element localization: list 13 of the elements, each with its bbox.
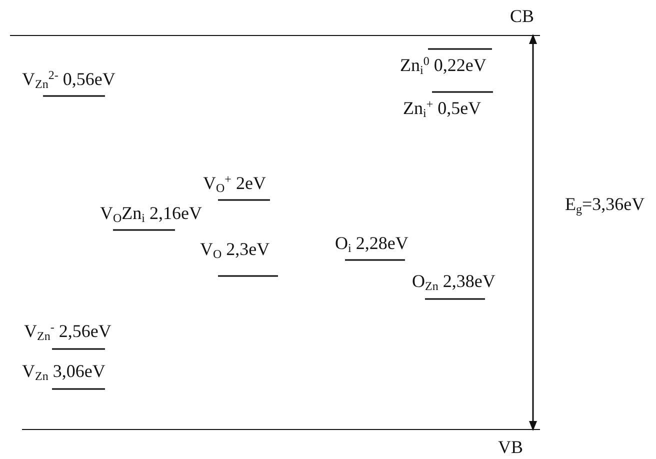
defect-level-label: V$_{O}$ 2,3eV xyxy=(200,238,270,260)
defect-level-label: V$_{O}$Zn$_{i}$ 2,16eV xyxy=(100,202,202,224)
band-label: CB xyxy=(510,5,534,27)
defect-level-label: Zn$_{i}$$^{0}$ 0,22eV xyxy=(400,54,486,76)
band-label: VB xyxy=(498,436,524,458)
defect-level-label: V$_{Zn}$ 3,06eV xyxy=(22,360,106,382)
double-arrow xyxy=(529,34,537,431)
defect-level-label: V$_{Zn}$$^{2-}$ 0,56eV xyxy=(22,68,116,90)
defect-level-label: Zn$_{i}$$^{+}$ 0,5eV xyxy=(403,97,482,119)
defect-level-label: V$_{Zn}$$^{-}$ 2,56eV xyxy=(24,320,112,342)
defect-level-label: O$_{Zn}$ 2,38eV xyxy=(412,270,496,292)
defect-level-label: O$_{i}$ 2,28eV xyxy=(335,232,408,254)
defect-level-label: V$_{O}$$^{+}$ 2eV xyxy=(203,172,266,194)
